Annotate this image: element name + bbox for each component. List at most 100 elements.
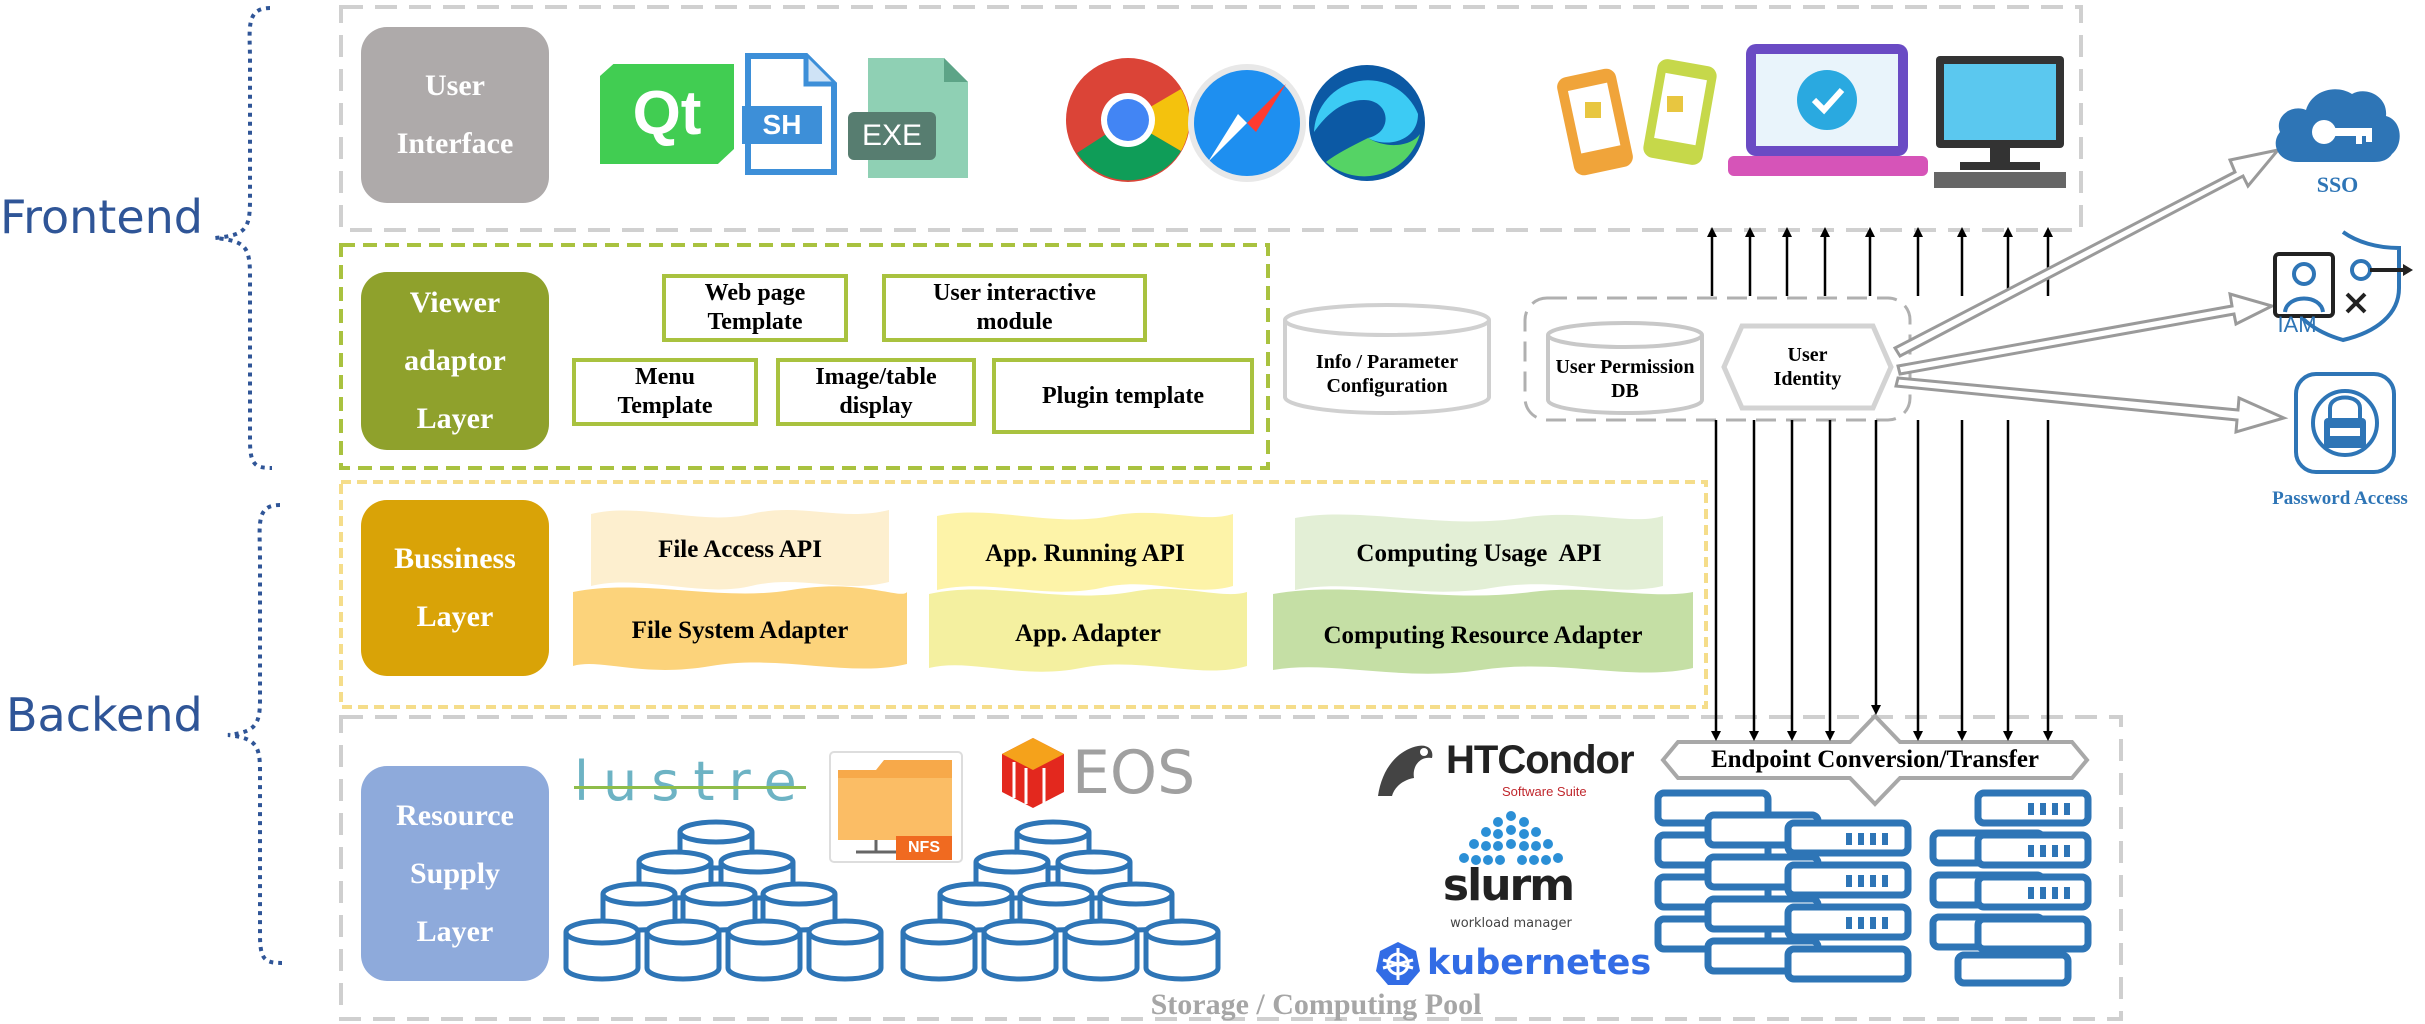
ui-frame (339, 5, 2083, 232)
qt-icon: Qt (600, 64, 734, 164)
module-line: display (839, 393, 913, 419)
arrow-to-password (1894, 376, 2289, 435)
safari-icon (1188, 64, 1306, 182)
nfs-label: NFS (908, 839, 940, 856)
mobile-devices-icon (1557, 59, 1717, 176)
info-config-label: Info / Parameter Configuration (1282, 350, 1492, 398)
module-line: Template (617, 393, 713, 419)
user-identity-hexagon (1721, 323, 1894, 411)
app-adapter: App. Adapter (1015, 620, 1161, 647)
label-line: Configuration (1326, 375, 1448, 397)
exe-file-icon: EXE (848, 58, 968, 178)
sh-file-icon: SH (742, 52, 838, 176)
layer-line: Viewer (409, 286, 501, 319)
module-line: Menu (635, 364, 695, 390)
user-interface-layer: User Interface (361, 27, 549, 203)
viewer-frame (339, 243, 1270, 470)
app-running-api: App. Running API (985, 540, 1185, 567)
slurm-logo-sub: workload manager (1450, 916, 1572, 931)
web-page-template: Web page Template (662, 274, 848, 342)
lustre-logo-line (574, 786, 806, 789)
exe-file-label: EXE (861, 119, 923, 152)
label-line: User (1787, 344, 1828, 366)
arrow-to-sso (1892, 147, 2282, 358)
module-line: module (976, 309, 1053, 335)
label-line: DB (1611, 380, 1639, 402)
layer-line: Layer (416, 600, 494, 633)
label-line: User Permission (1555, 356, 1695, 378)
file-access-api: File Access API (658, 536, 822, 563)
slurm-logo: slurm workload manager (1436, 808, 1586, 936)
qt-icon-label: Qt (632, 79, 702, 148)
sso-label: SSO (2316, 172, 2359, 197)
plugin-template: Plugin template (992, 358, 1254, 434)
nfs-folder-icon: NFS (826, 744, 968, 868)
resource-supply-layer: Resource Supply Layer (361, 766, 549, 981)
kubernetes-logo-text: kubernetes (1427, 943, 1652, 983)
edge-icon (1309, 65, 1425, 181)
app-running-banner (937, 512, 1233, 592)
eos-logo-text: EOS (1072, 738, 1196, 808)
kubernetes-logo: kubernetes (1375, 940, 1651, 990)
file-system-banner (573, 586, 907, 670)
password-access-label: Password Access (2272, 488, 2408, 509)
lustre-logo-text: lustre (574, 750, 811, 813)
resource-frame (339, 715, 2123, 1021)
user-permission-db-label: User Permission DB (1545, 355, 1705, 403)
computing-resource-banner (1273, 589, 1693, 674)
htcondor-logo-sub: Software Suite (1502, 784, 1587, 799)
htcondor-logo: HTCondor Software Suite (1372, 738, 1642, 804)
layer-line: Layer (416, 402, 494, 435)
image-table-display: Image/table display (776, 358, 976, 426)
password-lock-icon (2294, 372, 2396, 474)
label-line: Identity (1773, 368, 1842, 390)
module-line: User interactive (933, 280, 1096, 306)
file-access-banner (591, 510, 889, 590)
layer-line: Resource (396, 798, 514, 832)
endpoint-conversion-label: Endpoint Conversion/Transfer (1710, 746, 2040, 773)
sso-cloud-key-icon (2275, 89, 2400, 162)
iam-label: IAM (2277, 312, 2317, 337)
layer-line: User (425, 69, 485, 102)
arrow-to-iam (1896, 291, 2277, 376)
eos-logo: EOS (998, 734, 1208, 812)
chrome-icon (1066, 58, 1190, 182)
user-identity-label: User Identity (1720, 343, 1895, 391)
sh-file-label: SH (762, 109, 802, 140)
endpoint-conversion-shape (1660, 713, 2090, 807)
layer-line: Layer (416, 914, 494, 948)
app-adapter-banner (929, 588, 1247, 672)
frontend-label: Frontend (0, 190, 204, 244)
business-banners (573, 510, 1693, 674)
business-frame (339, 480, 1708, 709)
menu-template: Menu Template (572, 358, 758, 426)
htcondor-logo-text: HTCondor (1446, 738, 1635, 782)
lustre-logo: lustre (574, 752, 814, 812)
computing-usage-api: Computing Usage API (1356, 540, 1602, 567)
layer-line: adaptor (404, 344, 506, 377)
storage-cylinders-left (563, 819, 884, 982)
label-line: Info / Parameter (1315, 351, 1459, 373)
viewer-adaptor-layer: Viewer adaptor Layer (361, 272, 549, 450)
slurm-logo-text: slurm (1442, 860, 1575, 911)
backend-brace (227, 503, 283, 965)
storage-cylinders-right (900, 819, 1221, 982)
storage-computing-pool-label: Storage / Computing Pool (1150, 988, 1482, 1021)
identity-frame (1523, 296, 1912, 422)
user-permission-db-cylinder (1546, 321, 1704, 415)
desktop-computer-icon (1934, 56, 2066, 188)
server-racks-icon (1654, 789, 2092, 987)
info-config-cylinder (1283, 303, 1491, 415)
computing-resource-adapter: Computing Resource Adapter (1323, 622, 1643, 649)
computing-usage-banner (1295, 514, 1663, 592)
layer-line: Bussiness (394, 542, 516, 575)
business-layer: Bussiness Layer (361, 500, 549, 676)
iam-shield-icon (2273, 230, 2413, 343)
layer-line: Supply (409, 856, 501, 890)
backend-label: Backend (6, 688, 203, 742)
module-line: Image/table (815, 364, 937, 390)
module-line: Template (707, 309, 803, 335)
